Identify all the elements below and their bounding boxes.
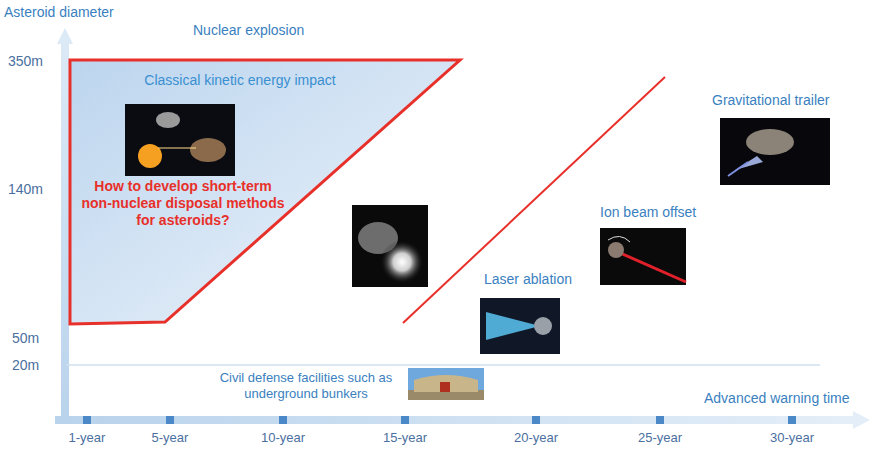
tick-marks	[83, 416, 796, 424]
kinetic-impact-image	[125, 104, 235, 176]
impact-image	[352, 205, 428, 287]
y-tick-label: 50m	[12, 330, 39, 347]
gravity-tractor-image	[720, 118, 830, 185]
x-tick-label: 30-year	[762, 430, 822, 446]
boundary-line	[403, 77, 665, 323]
x-tick-label: 15-year	[375, 430, 435, 446]
y-axis-arrow	[57, 28, 73, 44]
x-tick-label: 25-year	[630, 430, 690, 446]
ion-beam-image	[600, 228, 686, 285]
method-label: Nuclear explosion	[193, 22, 304, 39]
y-tick-label: 20m	[12, 357, 39, 374]
region-heading: Classical kinetic energy impact	[120, 72, 360, 89]
method-label: Ion beam offset	[600, 204, 696, 221]
research-question: How to develop short-term non-nuclear di…	[80, 178, 286, 228]
method-label: Civil defense facilities such as undergr…	[208, 370, 404, 401]
y-tick-label: 140m	[8, 181, 43, 198]
level-line	[66, 364, 820, 366]
x-axis-arrow	[853, 411, 870, 429]
feasibility-region: Classical kinetic energy impactHow to de…	[68, 58, 464, 328]
bunker-image	[408, 368, 484, 400]
axis-title: Asteroid diameter	[4, 4, 114, 21]
x-tick-label: 20-year	[506, 430, 566, 446]
x-tick-label: 10-year	[253, 430, 313, 446]
x-axis	[55, 416, 855, 424]
x-tick-label: 5-year	[140, 430, 200, 446]
x-tick-label: 1-year	[57, 430, 117, 446]
method-label: Gravitational trailer	[712, 92, 830, 109]
method-label: Laser ablation	[484, 271, 572, 288]
y-tick-label: 350m	[8, 53, 43, 70]
axis-title: Advanced warning time	[704, 390, 850, 407]
laser-image	[480, 298, 560, 354]
